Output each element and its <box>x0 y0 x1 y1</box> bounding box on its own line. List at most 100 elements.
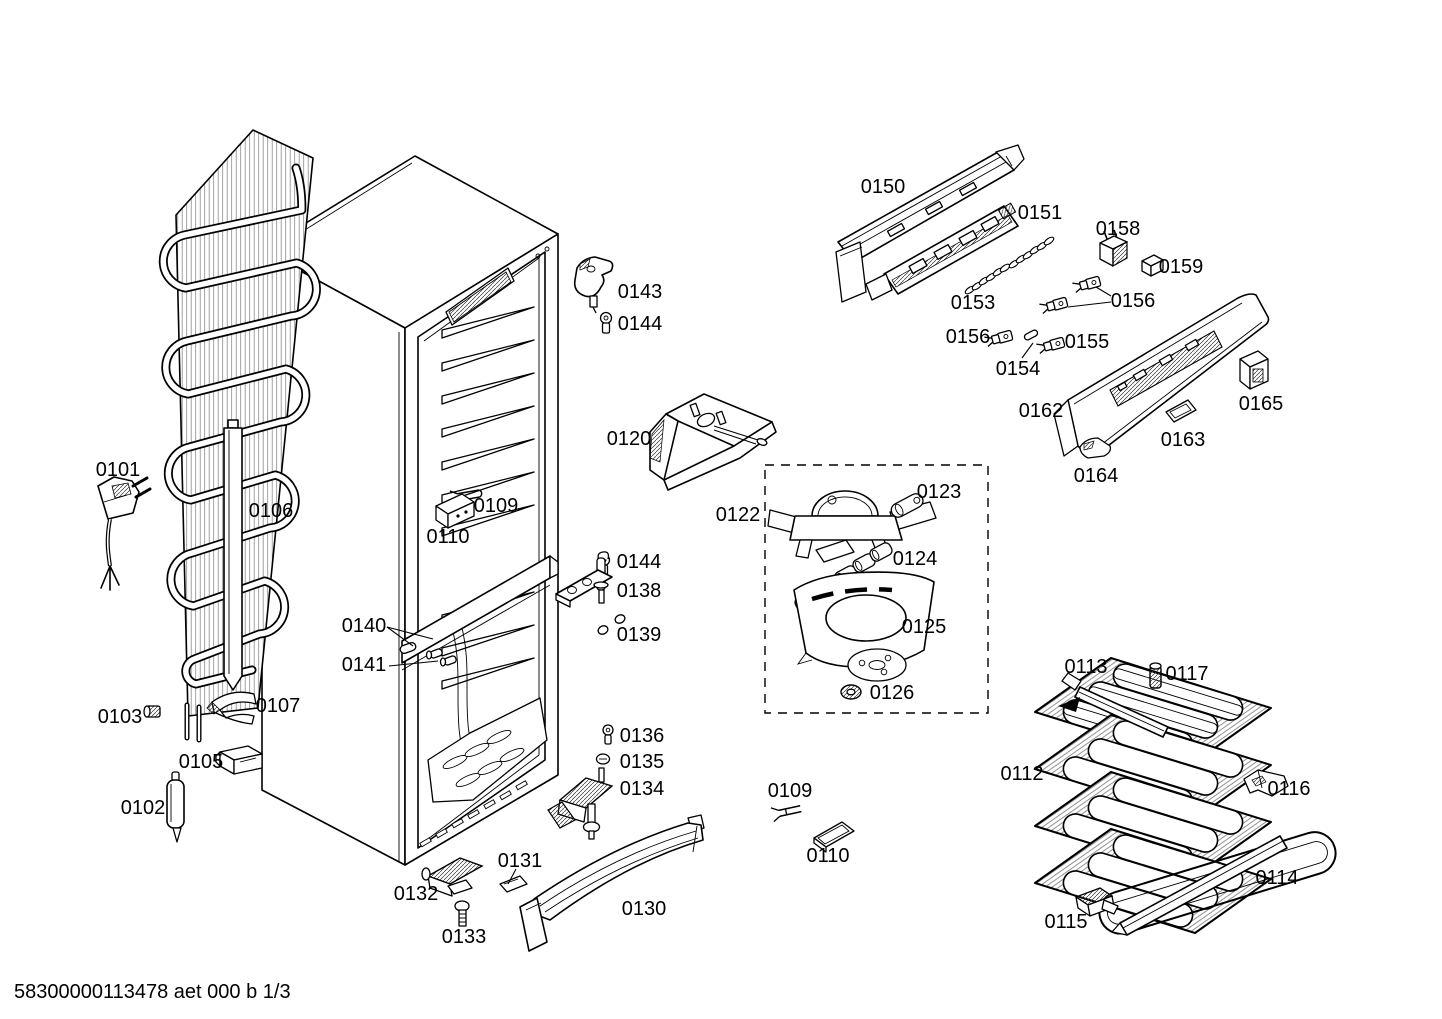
washer-drawing-0135 <box>595 753 611 765</box>
clip-drawing-0164 <box>1079 437 1112 459</box>
screws-drawing-0141 <box>425 648 457 667</box>
part-label-0165-33: 0165 <box>1239 393 1284 415</box>
part-label-0163-34: 0163 <box>1161 429 1206 451</box>
leader-line-0131 <box>507 868 517 885</box>
fan-scroll-drawing-0125 <box>793 571 935 668</box>
part-label-0114-47: 0114 <box>1255 867 1298 889</box>
part-label-0109-45: 0109 <box>768 780 813 802</box>
part-label-0143-10: 0143 <box>618 281 663 303</box>
leader-line-0156 <box>1095 286 1112 297</box>
top-hinge-drawing-0143 <box>573 256 614 314</box>
screw-drawing-0136 <box>602 724 614 745</box>
clip-drawing-0155 <box>1035 336 1066 355</box>
part-label-0164-35: 0164 <box>1074 465 1119 487</box>
bushing-drawing-0123 <box>890 493 924 518</box>
plinth-drawing-0130 <box>519 814 705 952</box>
grommet-drawing-0126 <box>840 684 862 700</box>
leader-line-0156 <box>1067 301 1112 308</box>
springs-drawing-0153 <box>964 236 1055 295</box>
part-label-0109-8: 0109 <box>474 495 519 517</box>
cap-drawing-0139 <box>597 614 626 635</box>
pin-drawing-0154 <box>1023 329 1039 341</box>
part-label-0117-42: 0117 <box>1165 663 1208 685</box>
leader-lines <box>386 286 1112 885</box>
bracket-assembly-drawing-0120 <box>649 393 777 491</box>
part-label-0125-39: 0125 <box>902 616 947 638</box>
part-label-0101-0: 0101 <box>96 459 141 481</box>
part-label-0112-43: 0112 <box>1000 763 1043 785</box>
part-label-0156-29: 0156 <box>946 326 991 348</box>
part-label-0116-44: 0116 <box>1267 778 1310 800</box>
part-label-0155-30: 0155 <box>1065 331 1110 353</box>
part-label-0144-11: 0144 <box>618 313 663 335</box>
part-label-0103-2: 0103 <box>98 706 143 728</box>
leader-line-0141 <box>388 660 439 667</box>
switch-drawing-0158 <box>1099 229 1128 268</box>
tube-drawing-0113 <box>1058 672 1169 738</box>
hinge-drawing-0134 <box>547 767 614 840</box>
screw-drawing-0144-top <box>599 311 613 334</box>
display-panel-drawing-0162 <box>1053 293 1270 457</box>
part-label-0138-14: 0138 <box>617 580 662 602</box>
part-label-0123-37: 0123 <box>917 481 962 503</box>
block-drawing-0165 <box>1239 350 1269 390</box>
evaporator-drawing-0112 <box>1034 657 1337 935</box>
part-label-0133-21: 0133 <box>442 926 487 948</box>
part-label-0154-31: 0154 <box>996 358 1041 380</box>
cover-lid-drawing-0110-lower <box>813 821 855 853</box>
plate-drawing-0163 <box>1165 399 1197 423</box>
part-label-0136-16: 0136 <box>620 725 665 747</box>
part-label-0115-48: 0115 <box>1044 911 1087 933</box>
part-label-0153-27: 0153 <box>951 292 996 314</box>
part-label-0126-40: 0126 <box>870 682 915 704</box>
power-cord-drawing-0101 <box>97 476 152 591</box>
clip-drawing-0156-a <box>1071 275 1102 294</box>
middle-hinge-drawing-0138 <box>555 551 613 608</box>
cover-strip-drawing-0106 <box>223 419 243 691</box>
bracket-drawing-0107 <box>206 691 257 725</box>
leader-line-0154 <box>1021 342 1034 359</box>
document-number-text: 58300000113478 aet 000 b 1/3 <box>14 981 291 1003</box>
fan-disc-drawing <box>847 648 907 682</box>
part-label-0162-32: 0162 <box>1019 400 1064 422</box>
part-label-0124-38: 0124 <box>893 548 938 570</box>
tube-drawing-0114 <box>1111 835 1288 936</box>
control-module-drawing-0151 <box>865 202 1019 301</box>
plate-drawing-0131 <box>499 875 528 893</box>
tray-slots <box>442 729 525 788</box>
sleeve-drawing-0117 <box>1149 662 1162 689</box>
part-label-0120-12: 0120 <box>607 428 652 450</box>
part-label-0134-18: 0134 <box>620 778 665 800</box>
part-label-0159-26: 0159 <box>1159 256 1204 278</box>
shelf-clip-drawing-0109-lower <box>770 805 802 823</box>
part-label-0131-19: 0131 <box>498 850 543 872</box>
part-label-0105-4: 0105 <box>179 751 224 773</box>
bottom-band-slots <box>419 780 528 848</box>
clip-drawing-0156-b <box>1038 296 1069 315</box>
part-label-0107-3: 0107 <box>256 695 301 717</box>
evaporator-frame-tube <box>1098 831 1337 935</box>
part-label-0122-36: 0122 <box>716 504 761 526</box>
part-label-0151-24: 0151 <box>1018 202 1063 224</box>
support-rail-drawing-0150 <box>835 144 1025 303</box>
filter-drier-drawing-0102 <box>166 771 185 843</box>
part-label-0135-17: 0135 <box>620 751 665 773</box>
part-label-0158-25: 0158 <box>1096 218 1141 240</box>
fan-assembly-box <box>764 464 989 714</box>
condenser-coil-drawing <box>158 129 321 743</box>
divider-beam-drawing <box>399 555 559 671</box>
part-label-0144-13: 0144 <box>617 551 662 573</box>
hinge-drawing-0132 <box>421 857 484 897</box>
part-label-0110-9: 0110 <box>426 526 469 548</box>
part-label-0140-6: 0140 <box>342 615 387 637</box>
clamp-drawing-0115 <box>1074 887 1119 917</box>
part-label-0139-15: 0139 <box>617 624 662 646</box>
clip-drawing-0105 <box>215 745 263 775</box>
part-label-0141-7: 0141 <box>342 654 387 676</box>
switch-drawing-0159 <box>1141 254 1164 277</box>
nut-drawing-0103 <box>143 705 161 718</box>
part-label-0132-20: 0132 <box>394 883 439 905</box>
part-label-0156-28: 0156 <box>1111 290 1156 312</box>
